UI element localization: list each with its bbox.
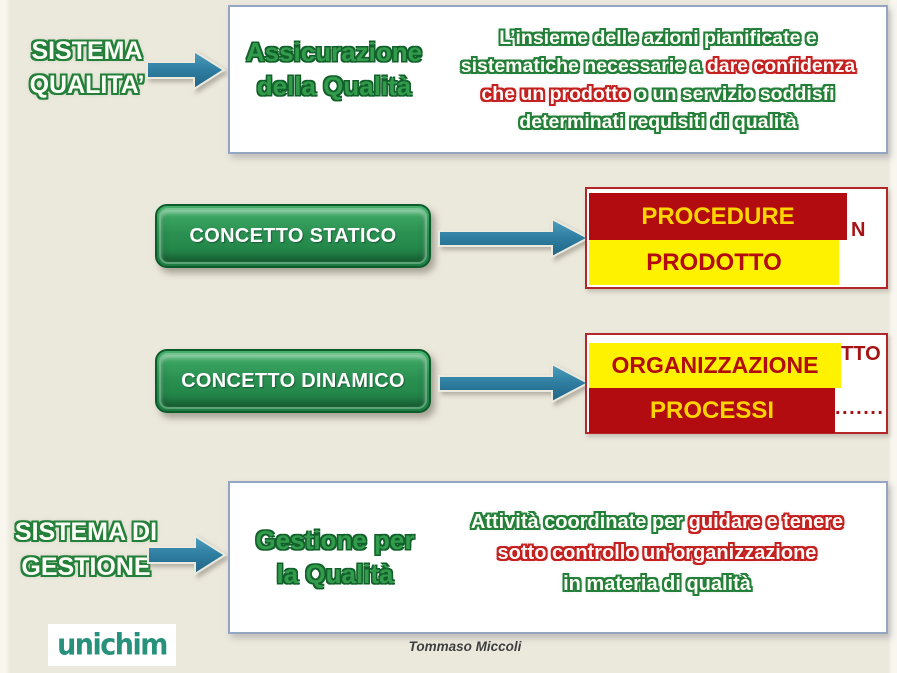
arrow-right-icon	[438, 217, 590, 259]
description-line: Attività coordinate per guidare e tenere	[430, 507, 884, 538]
processi-block: PROCESSI	[589, 388, 835, 433]
assicurazione-label: Assicurazione della Qualità	[236, 35, 432, 103]
text-segment-red: guidare e tenere	[688, 511, 844, 533]
processi-label: PROCESSI	[649, 396, 775, 424]
sistema-qualita-label: SISTEMA QUALITA’	[14, 34, 160, 102]
text-segment-red: sotto controllo un’organizzazione	[497, 542, 817, 564]
text-segment-red: dare confidenza	[706, 55, 856, 77]
sistema-qualita-line1: SISTEMA	[31, 37, 143, 65]
sistema-qualita-line2: QUALITA’	[29, 71, 145, 99]
assicurazione-line1: Assicurazione	[245, 37, 423, 67]
text-segment-green: in materia di qualità	[563, 573, 751, 595]
unichim-logo-text: unichim	[57, 628, 168, 662]
gestione-box: Gestione per la Qualità Attività coordin…	[228, 481, 888, 634]
text-segment-green: sistematiche necessarie a	[460, 55, 702, 77]
description-line: sistematiche necessarie a dare confidenz…	[432, 52, 884, 80]
hidden-text-peek: N	[851, 219, 866, 241]
description-line: L’insieme delle azioni pianificate e	[432, 24, 884, 52]
organizzazione-block: ORGANIZZAZIONE	[589, 343, 841, 388]
description-line: sotto controllo un’organizzazione	[430, 538, 884, 569]
arrow-right-icon	[146, 49, 226, 91]
text-segment-green: determinati requisiti di qualità	[519, 111, 797, 133]
sistema-gestione-label: SISTEMA DI GESTIONE	[2, 515, 170, 585]
prodotto-block: PRODOTTO	[589, 240, 839, 285]
text-segment-green: Attività coordinate per	[470, 511, 684, 533]
arrow-right-icon	[438, 362, 590, 404]
gestione-label: Gestione per la Qualità	[240, 523, 430, 591]
prodotto-label: PRODOTTO	[646, 248, 782, 276]
assicurazione-line2: della Qualità	[256, 71, 412, 101]
organizzazione-processi-box: TTO ....... ORGANIZZAZIONE PROCESSI	[585, 333, 888, 434]
gestione-line2: la Qualità	[276, 559, 394, 589]
author-credit: Tommaso Miccoli	[408, 639, 522, 654]
description-line: che un prodotto o un servizio soddisfi	[432, 80, 884, 108]
concetto-dinamico-button: CONCETTO DINAMICO	[155, 349, 431, 413]
text-segment-green: o un servizio soddisfi	[635, 83, 835, 105]
gestione-line1: Gestione per	[255, 525, 415, 555]
description-line: in materia di qualità	[430, 569, 884, 600]
procedure-label: PROCEDURE	[641, 202, 795, 230]
text-segment-red: che un prodotto	[481, 83, 630, 105]
hidden-text-peek: TTO	[841, 343, 881, 365]
arrow-right-icon	[147, 534, 227, 576]
concetto-statico-label: CONCETTO STATICO	[189, 224, 397, 247]
description-line: determinati requisiti di qualità	[432, 108, 884, 136]
procedure-block: PROCEDURE	[589, 193, 847, 240]
sistema-gestione-line2: GESTIONE	[21, 553, 151, 581]
hidden-dots-peek: .......	[835, 397, 885, 419]
concetto-dinamico-label: CONCETTO DINAMICO	[181, 369, 405, 392]
text-segment-green: L’insieme delle azioni pianificate e	[499, 27, 817, 49]
assicurazione-box: Assicurazione della Qualità L’insieme de…	[228, 5, 888, 154]
unichim-logo: unichim	[48, 624, 176, 666]
procedure-prodotto-box: N PROCEDURE PRODOTTO	[585, 187, 888, 289]
sistema-gestione-line1: SISTEMA DI	[14, 518, 158, 546]
assicurazione-description: L’insieme delle azioni pianificate e sis…	[432, 24, 884, 136]
organizzazione-label: ORGANIZZAZIONE	[611, 352, 819, 378]
concetto-statico-button: CONCETTO STATICO	[155, 204, 431, 268]
gestione-description: Attività coordinate per guidare e tenere…	[430, 507, 884, 600]
